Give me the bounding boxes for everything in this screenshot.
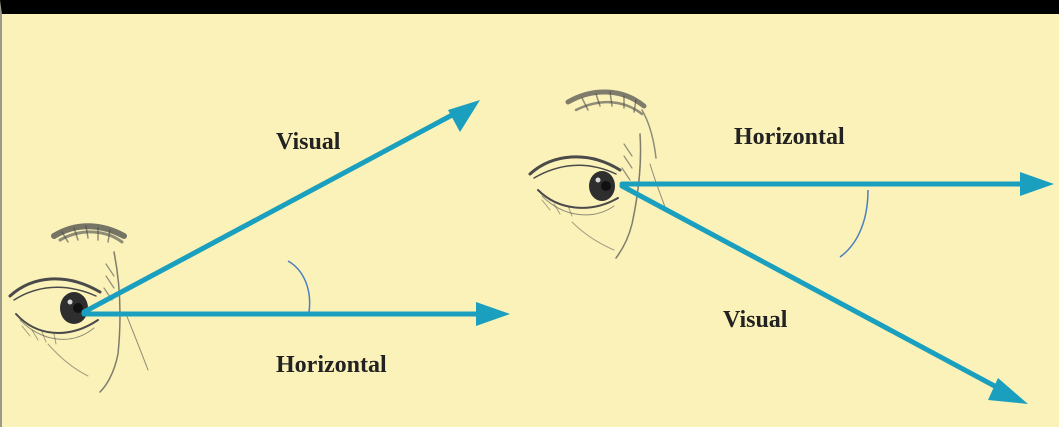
right-visual-label: Visual (723, 307, 788, 333)
left-angle-arc (288, 261, 310, 312)
left-visual-line (84, 114, 454, 312)
left-visual-arrowhead (448, 100, 480, 132)
right-horizontal-label: Horizontal (734, 124, 845, 150)
left-horizontal-label: Horizontal (276, 352, 387, 378)
diagram-canvas: Visual Horizontal (2, 14, 1059, 427)
left-iris-icon (60, 292, 88, 324)
left-visual-label: Visual (276, 129, 341, 155)
right-horizontal-arrowhead (1020, 172, 1054, 196)
right-visual-arrowhead (988, 378, 1028, 404)
right-iris-icon (589, 171, 615, 201)
right-visual-line (622, 186, 1002, 390)
left-horizontal-arrowhead (476, 302, 510, 326)
left-panel: Visual Horizontal (10, 100, 510, 392)
right-panel: Horizontal Visual (530, 92, 1054, 404)
right-angle-arc (840, 190, 868, 257)
